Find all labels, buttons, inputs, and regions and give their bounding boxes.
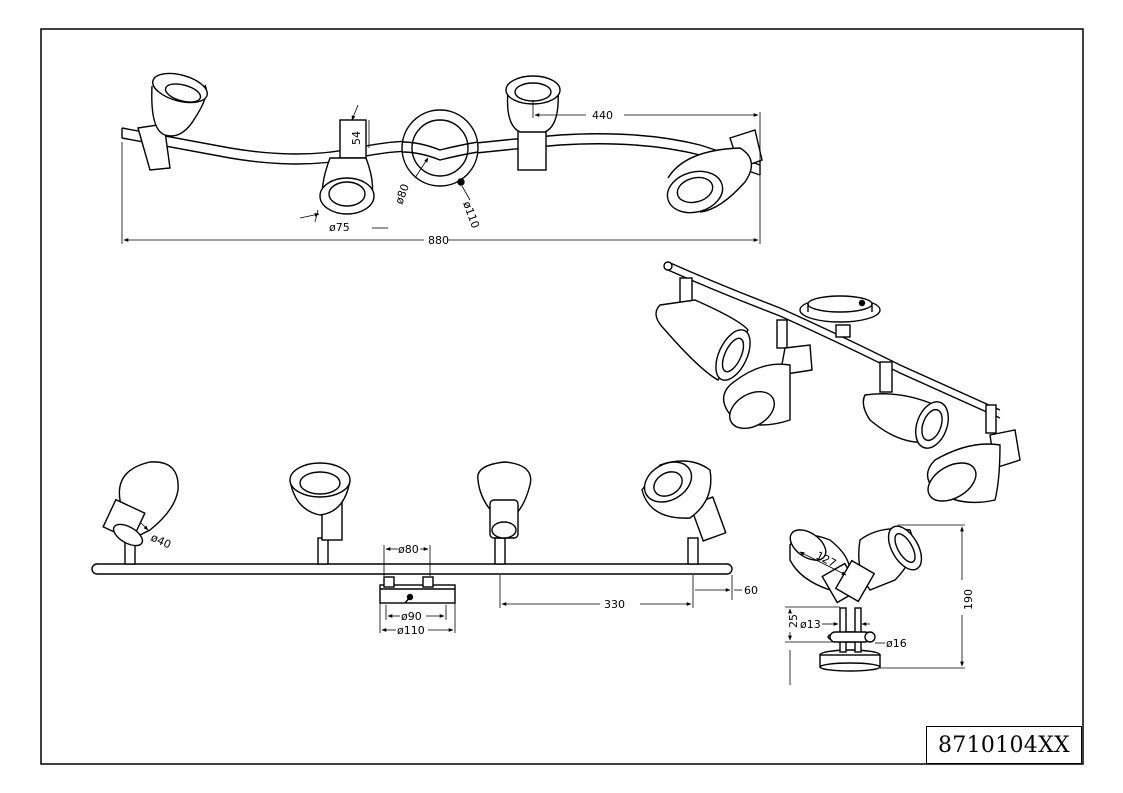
top-dimensions xyxy=(121,100,761,244)
product-code-box: 8710104XX xyxy=(926,726,1082,764)
dim-880: 880 xyxy=(428,234,449,247)
drawing-frame xyxy=(40,28,1084,765)
front-spot-2 xyxy=(289,462,351,565)
front-spot-4 xyxy=(641,460,727,565)
persp-spot-1 xyxy=(655,277,751,381)
persp-spot-4 xyxy=(926,404,1021,504)
persp-spot-2 xyxy=(722,319,813,430)
product-code: 8710104XX xyxy=(937,732,1070,758)
top-spot-1 xyxy=(137,72,208,171)
top-spot-2 xyxy=(319,119,375,215)
dim-d75: ø75 xyxy=(329,221,350,234)
front-spot-3 xyxy=(477,461,532,565)
side-dimensions xyxy=(785,524,965,685)
top-spot-4 xyxy=(666,129,763,214)
top-view xyxy=(121,72,763,215)
top-canopy xyxy=(401,109,479,187)
dim-d13: ø13 xyxy=(800,618,821,631)
top-spot-3 xyxy=(505,75,561,171)
dim-d110: ø110 xyxy=(460,200,482,231)
dim-60: 60 xyxy=(744,584,758,597)
dim-440: 440 xyxy=(592,109,613,122)
dim-front-d110: ø110 xyxy=(397,624,425,637)
persp-spot-3 xyxy=(862,361,950,449)
front-spot-1 xyxy=(102,461,179,565)
dim-190: 190 xyxy=(962,589,975,610)
front-canopy xyxy=(379,576,456,604)
front-dim-labels: ø80 ø90 ø110 330 60 ø40 xyxy=(149,531,758,637)
dim-d40: ø40 xyxy=(149,531,173,552)
dim-25: 25 xyxy=(787,614,800,628)
side-spot-right xyxy=(834,525,923,603)
dim-front-d80: ø80 xyxy=(398,543,419,556)
perspective-view xyxy=(655,261,1021,504)
front-view xyxy=(91,460,733,604)
dim-54: 54 xyxy=(350,131,363,145)
dim-330: 330 xyxy=(604,598,625,611)
dim-front-d90: ø90 xyxy=(401,610,422,623)
front-dimensions xyxy=(139,521,742,633)
dim-d16: ø16 xyxy=(886,637,907,650)
dim-d80: ø80 xyxy=(393,182,412,206)
